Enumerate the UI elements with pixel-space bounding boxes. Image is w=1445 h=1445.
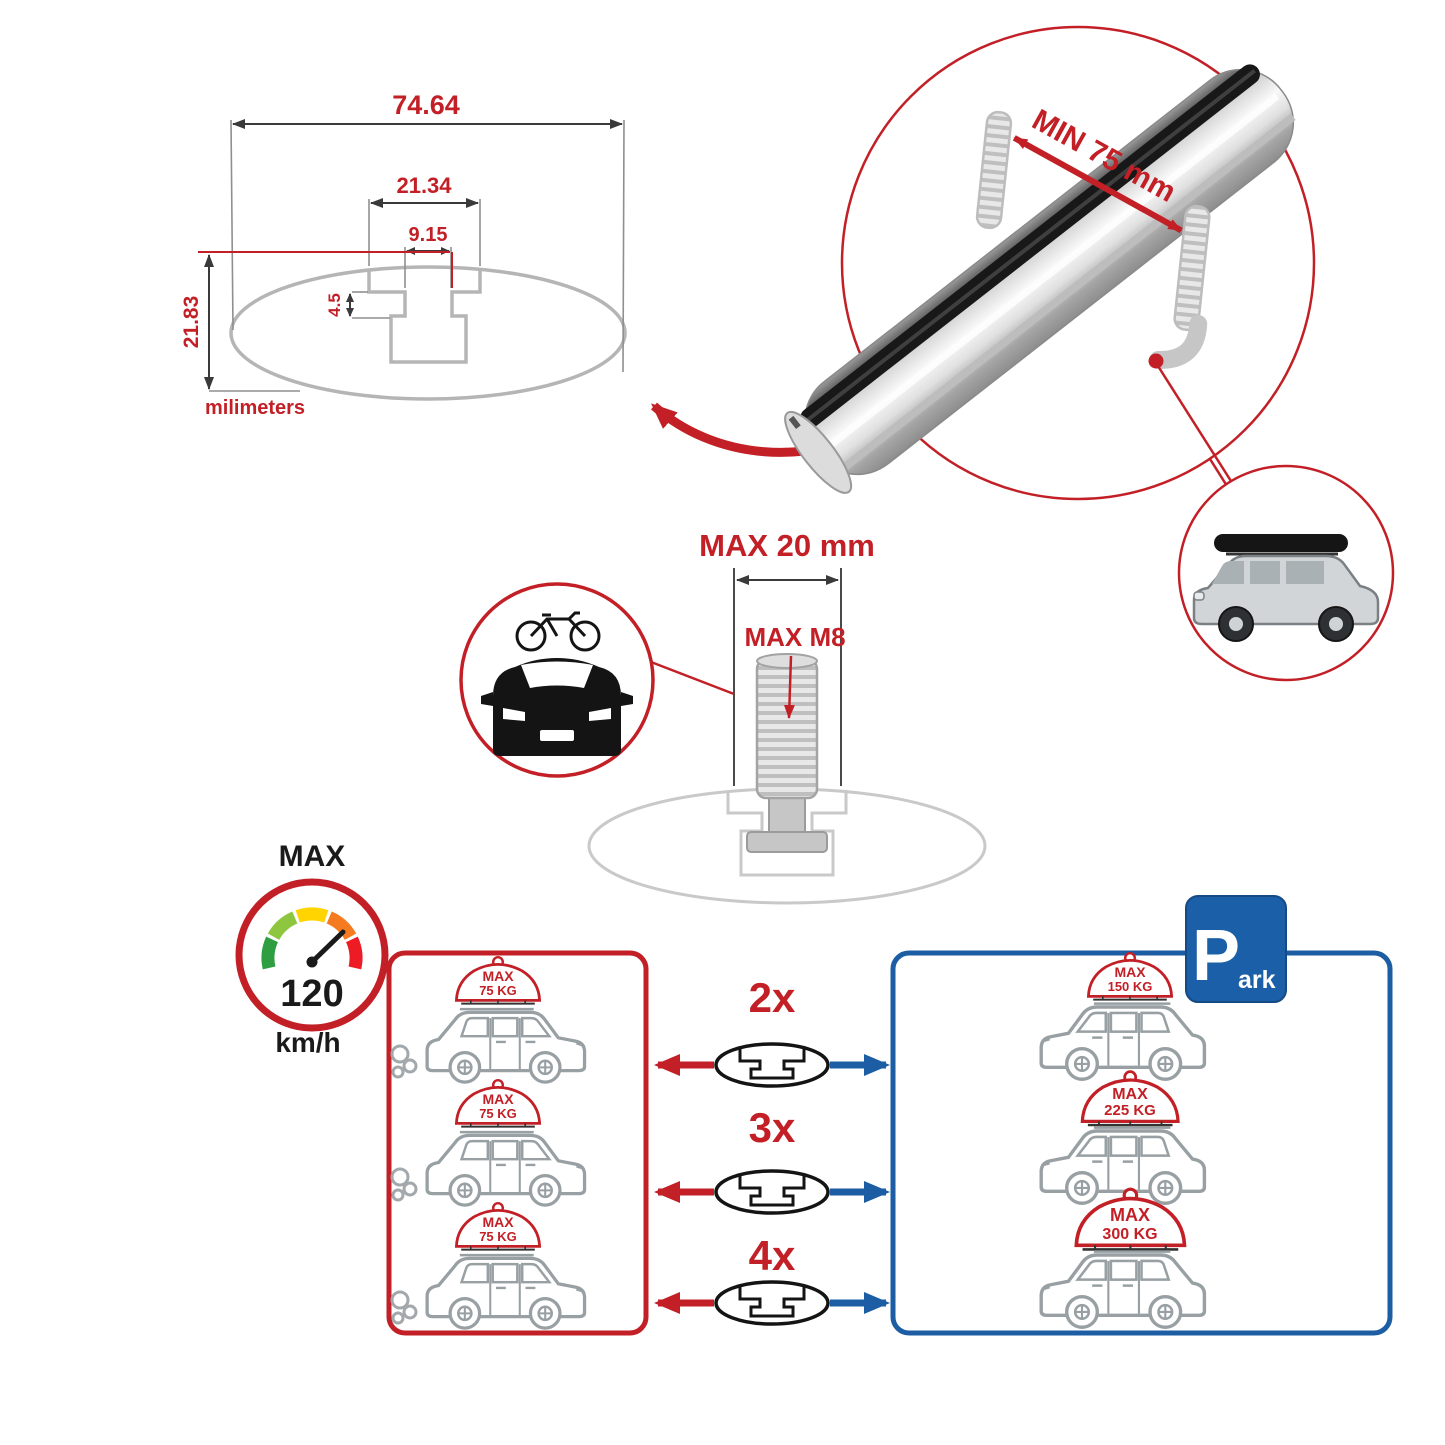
parking-letter: P (1192, 916, 1240, 996)
bag-load: 75 KG (479, 983, 517, 998)
dim-total-width-label: 74.64 (392, 90, 460, 120)
max-thread-label: MAX M8 (744, 622, 845, 652)
suv-roofbox-circle (1177, 464, 1395, 682)
parked-car-row-2: MAX 225 KG (1039, 1070, 1207, 1205)
bag-load: 75 KG (479, 1229, 517, 1244)
threaded-rod-lower (1149, 204, 1211, 369)
speed-max-label: MAX (279, 840, 346, 873)
max-bolt-length-label: MAX 20 mm (699, 528, 875, 563)
bag-label: MAX (482, 968, 514, 984)
exhaust-smoke (390, 1044, 418, 1079)
driving-panel: MAX 75 KG MAX 75 KG MAX 75 KG (386, 950, 649, 1336)
fixing-point-dot (1148, 353, 1164, 369)
driving-car-row-3: MAX 75 KG (390, 1201, 587, 1330)
speed-limit-gauge: MAX 120 km/h (235, 840, 389, 1058)
dim-channel-outer-label: 21.34 (396, 173, 452, 198)
profile-ellipse (229, 265, 627, 401)
bag-load: 75 KG (479, 1106, 517, 1121)
dim-channel-inner-label: 9.15 (409, 224, 448, 246)
dim-total-height-label: 21.83 (180, 296, 203, 349)
crossbar-end-cap (784, 410, 853, 494)
exhaust-smoke (390, 1290, 418, 1325)
cross-section-drawing: 74.64 21.34 9.15 4.5 21.83 milimeters (180, 90, 627, 419)
suv-with-roofbox (1192, 534, 1380, 642)
multiplier-count: 4x (749, 1232, 796, 1279)
multiplier-count: 2x (749, 974, 796, 1021)
parking-suffix: ark (1238, 966, 1276, 994)
ghost-profile-slot (726, 790, 848, 877)
multiplier-row-2: 3x (654, 1104, 890, 1215)
parked-panel: MAX 150 KG MAX 225 KG MAX 300 KG (890, 950, 1393, 1336)
tbolt-thread (755, 658, 819, 800)
bag-label: MAX (482, 1214, 514, 1230)
tbolt-flange (746, 831, 828, 853)
bag-label: MAX (482, 1091, 514, 1107)
car-front-silhouette (481, 611, 633, 756)
units-label: milimeters (205, 397, 305, 419)
crossbar-photo-circle: MIN 75 mm (784, 25, 1316, 501)
driving-car-row-2: MAX 75 KG (390, 1078, 587, 1207)
callout-line-2 (1208, 458, 1229, 487)
driving-car-row-1: MAX 75 KG (390, 955, 587, 1084)
dim-channel-depth-label: 4.5 (325, 293, 344, 317)
bag-load: 150 KG (1108, 979, 1153, 994)
bag-load: 225 KG (1104, 1102, 1156, 1119)
callout-line-1 (1156, 365, 1245, 501)
tbolt-shaft (768, 793, 806, 837)
tbolt-diagram: MAX 20 mm MAX M8 (587, 528, 987, 905)
parked-car-row-1: MAX 150 KG (1039, 951, 1207, 1081)
aluminium-crossbar (784, 64, 1296, 494)
speed-unit: km/h (275, 1027, 340, 1058)
parking-sign: P ark (1185, 895, 1287, 1003)
bag-load: 300 KG (1102, 1226, 1157, 1243)
gauge-needle (309, 929, 346, 965)
bag-label: MAX (1110, 1205, 1150, 1225)
profile-t-slot (367, 268, 482, 364)
multiplier-row-1: 2x (654, 974, 890, 1088)
bike-callout-line (650, 660, 735, 696)
threaded-rod-upper (975, 110, 1013, 230)
bag-label: MAX (1114, 964, 1146, 980)
multiplier-rows: 2x 3x 4x (654, 974, 890, 1326)
bike-car-circle (459, 582, 655, 778)
multiplier-row-3: 4x (654, 1232, 890, 1326)
bicycle-icon (515, 611, 601, 652)
speed-value: 120 (280, 973, 343, 1015)
bag-label: MAX (1112, 1086, 1148, 1103)
multiplier-count: 3x (749, 1104, 796, 1151)
exhaust-smoke (390, 1167, 418, 1202)
parked-car-row-3: MAX 300 KG (1039, 1187, 1207, 1329)
roof-box (1214, 534, 1348, 552)
